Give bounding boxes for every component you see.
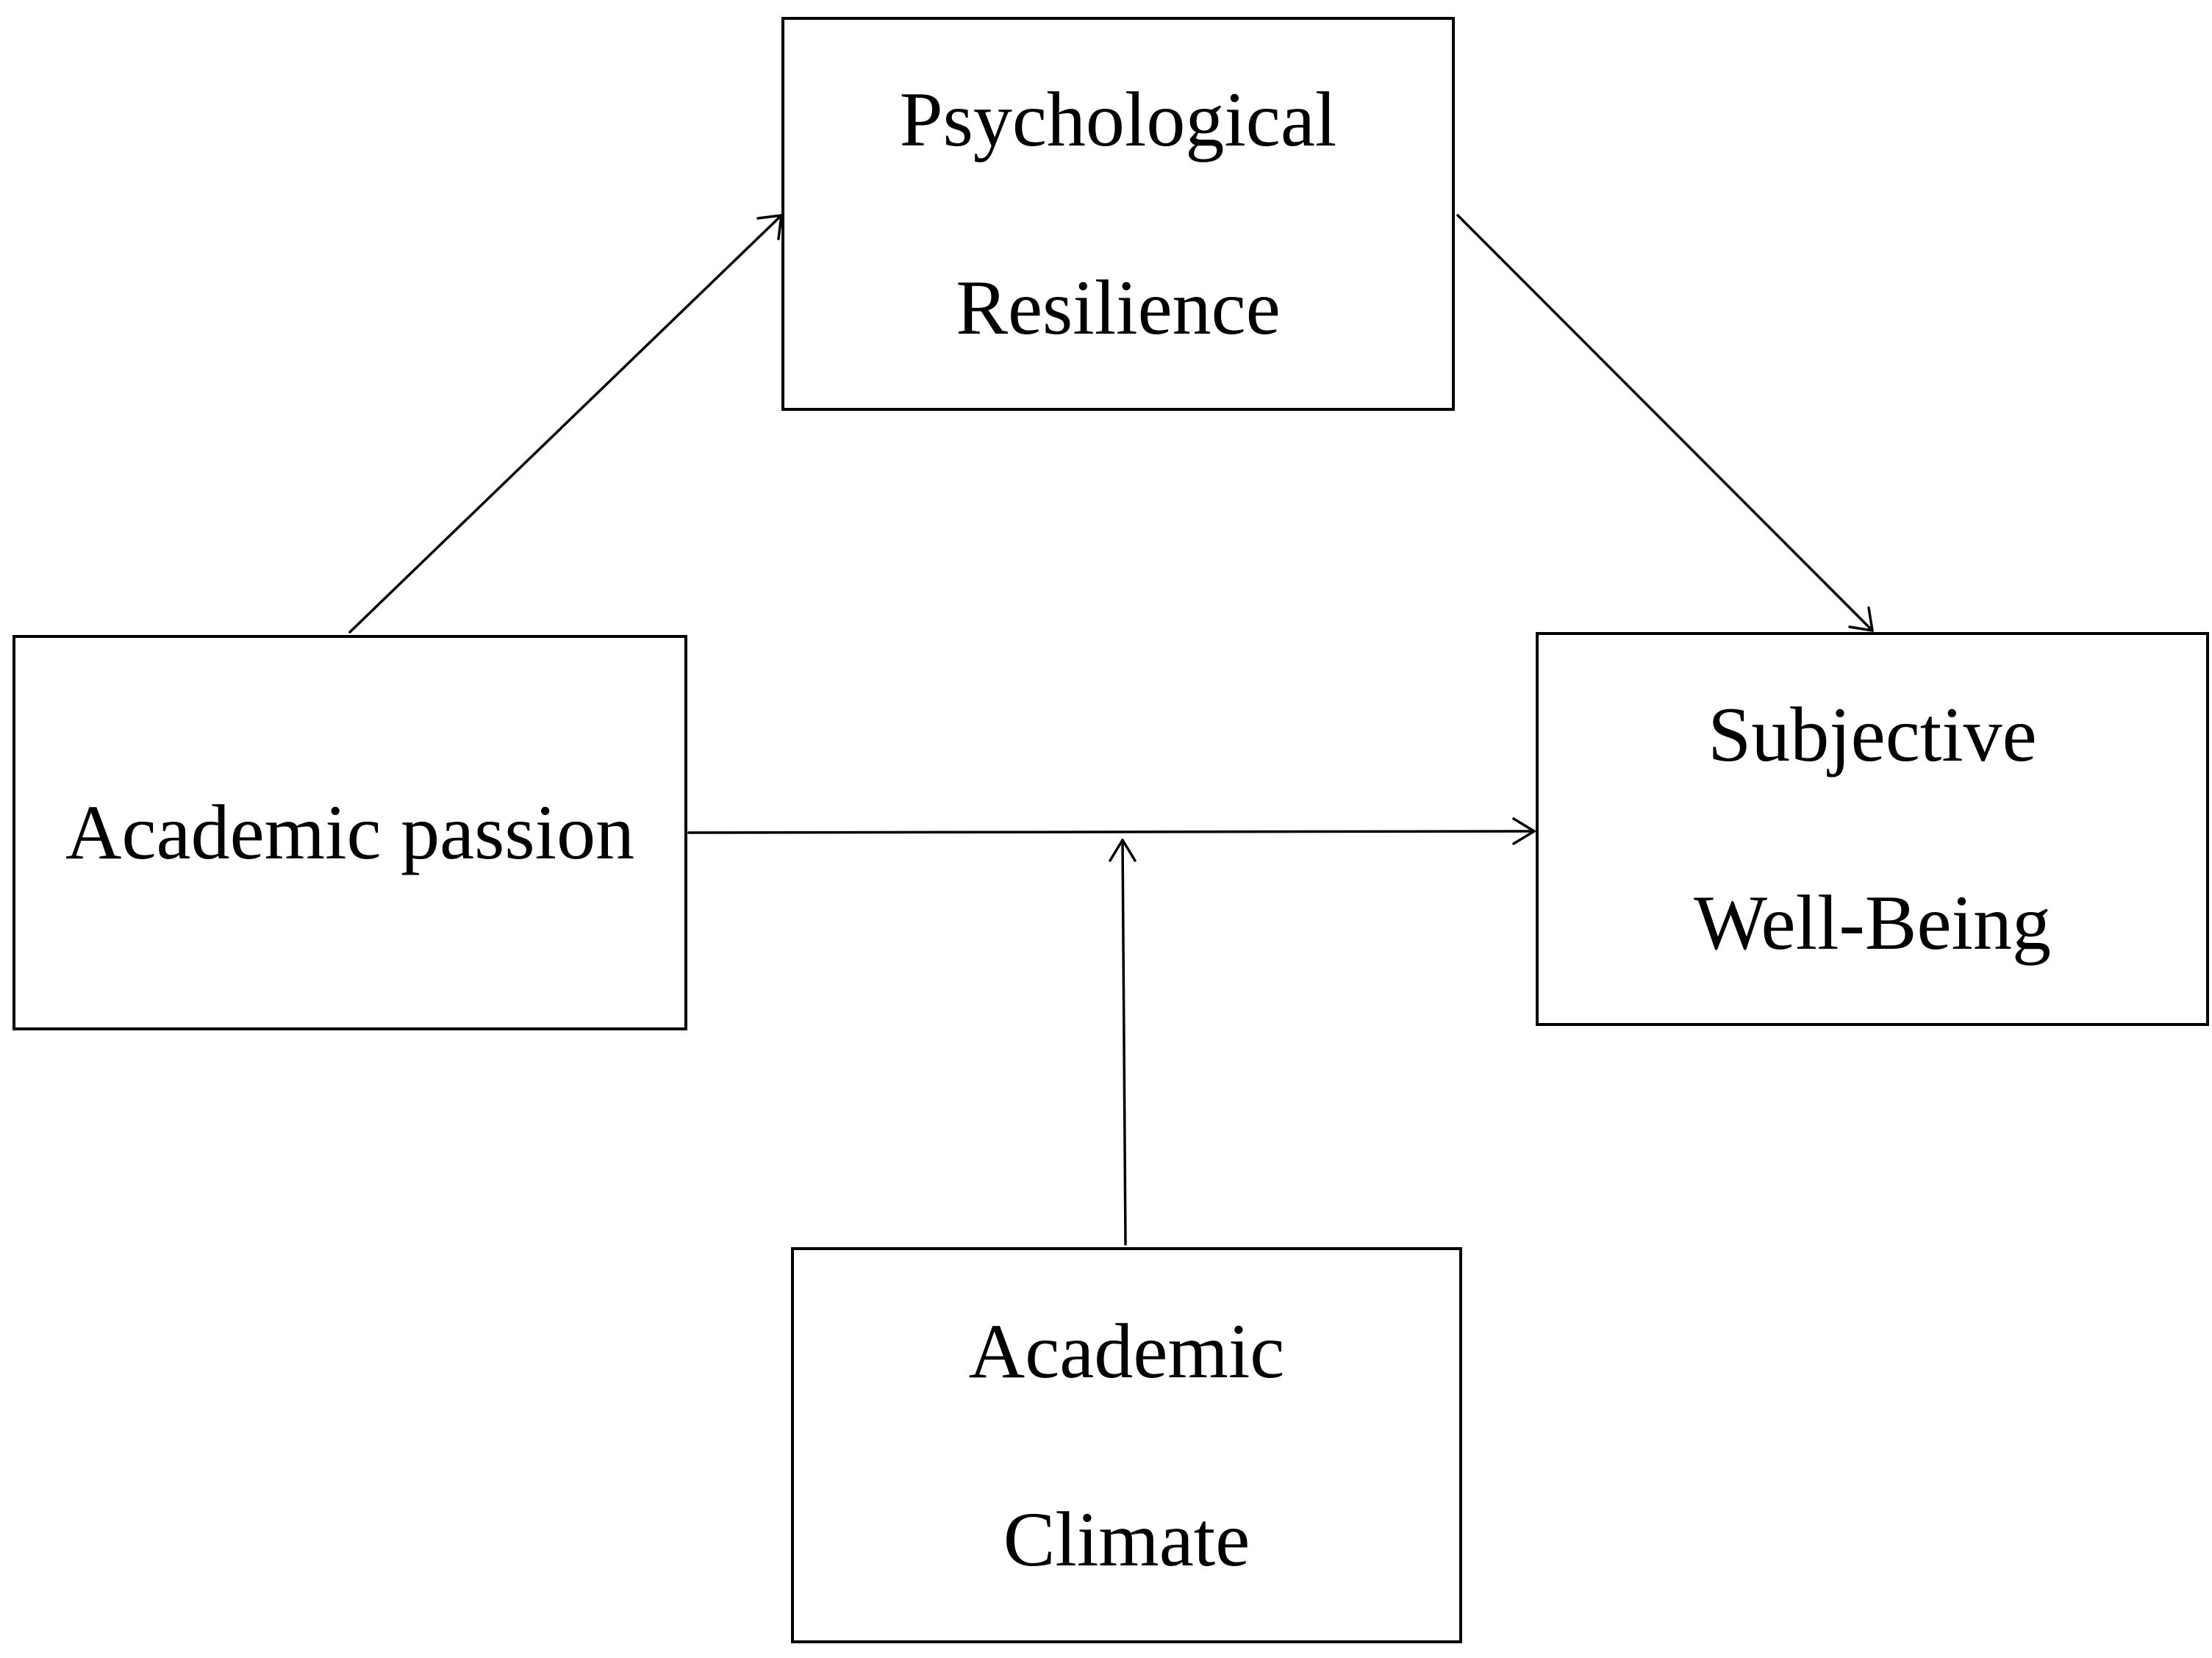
arrow-passion-to-wellbeing <box>687 817 1536 845</box>
node-label-line: Academic passion <box>65 789 635 875</box>
node-label-line: Climate <box>1003 1496 1250 1582</box>
node-academic-climate: Academic Climate <box>791 1247 1462 1643</box>
arrow-climate-moderation <box>1109 839 1137 1246</box>
node-label-line: Resilience <box>956 265 1281 351</box>
node-label-line: Academic <box>968 1307 1285 1394</box>
node-academic-passion: Academic passion <box>12 635 687 1030</box>
node-subjective-well-being: Subjective Well-Being <box>1536 632 2209 1026</box>
node-label-line: Psychological <box>899 76 1337 162</box>
node-label-line: Well-Being <box>1693 880 2051 966</box>
node-label-line: Subjective <box>1708 692 2037 778</box>
arrow-resilience-to-wellbeing <box>1456 214 1874 632</box>
arrow-passion-to-resilience <box>348 214 783 634</box>
node-psychological-resilience: Psychological Resilience <box>781 17 1455 411</box>
